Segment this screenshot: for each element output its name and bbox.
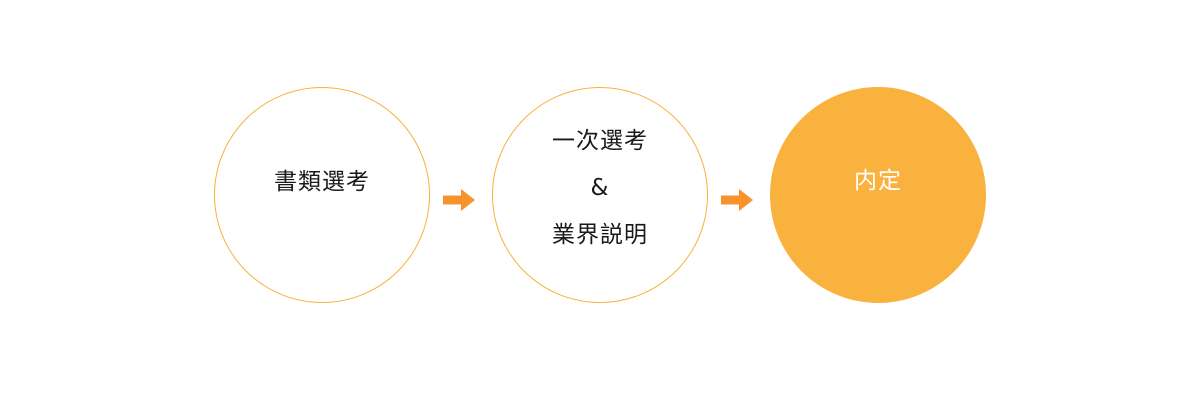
- step-label-group: 一次選考 & 業界説明: [552, 118, 648, 259]
- right-arrow-icon: [721, 189, 753, 211]
- step-label-line-3: 業界説明: [552, 221, 648, 248]
- step-label-ampersand: &: [590, 174, 610, 201]
- step-document-screening: 書類選考: [214, 87, 430, 303]
- step-job-offer: 内定: [770, 87, 986, 303]
- arrow-shape: [721, 189, 753, 211]
- right-arrow-icon: [443, 189, 475, 211]
- arrow-shape: [443, 189, 475, 211]
- step-first-interview: 一次選考 & 業界説明: [492, 87, 708, 303]
- step-label: 内定: [854, 167, 902, 194]
- step-label-line-1: 一次選考: [552, 127, 648, 154]
- step-label: 書類選考: [274, 168, 370, 195]
